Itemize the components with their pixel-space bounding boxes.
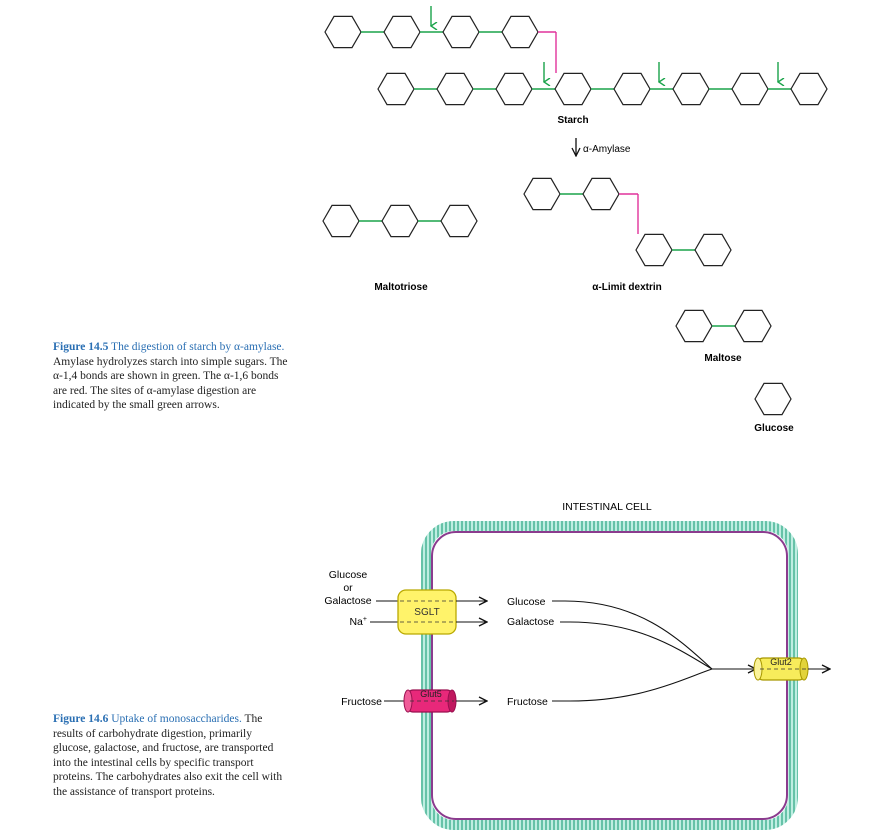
inside-glucose-label: Glucose	[507, 596, 546, 608]
converging-pathways	[552, 600, 756, 702]
starch-branch-ring	[442, 15, 480, 49]
figure-14-5-body: Amylase hydrolyzes starch into simple su…	[53, 355, 288, 412]
starch-branch-ring	[324, 15, 362, 49]
limit-dextrin-ring	[582, 177, 620, 211]
amylase-label: α-Amylase	[583, 144, 631, 155]
outside-galactose-label: Galactose	[324, 595, 371, 607]
figure-14-6-title: Uptake of monosaccharides.	[111, 713, 242, 725]
starch-main-ring	[672, 72, 710, 106]
sodium-symbol: Na	[349, 616, 363, 628]
glucose-label: Glucose	[754, 423, 794, 434]
glut2-label: Glut2	[770, 657, 792, 667]
figure-14-6-body: The results of carbohydrate digestion, p…	[53, 713, 283, 798]
cell-membrane	[421, 521, 798, 830]
maltotriose-ring	[381, 204, 419, 238]
figure-14-5-caption: Figure 14.5 The digestion of starch by α…	[53, 340, 289, 413]
starch-main-ring	[554, 72, 592, 106]
glut2-transporter: Glut2	[753, 657, 809, 681]
intestinal-cell-label: INTESTINAL CELL	[562, 501, 652, 513]
inside-fructose-label: Fructose	[507, 696, 548, 708]
glut5-transporter: Glut5	[403, 689, 457, 713]
limit-dextrin-label: α-Limit dextrin	[592, 282, 661, 293]
glut5-label: Glut5	[420, 689, 442, 699]
sglt-label: SGLT	[414, 607, 439, 618]
starch-main-ring	[731, 72, 769, 106]
figure-14-5-title: The digestion of starch by α-amylase.	[111, 341, 285, 353]
maltose-ring	[675, 309, 713, 343]
figure-14-6-caption: Figure 14.6 Uptake of monosaccharides. T…	[53, 712, 283, 799]
starch-branch-ring	[383, 15, 421, 49]
starch-diagram	[322, 6, 828, 416]
figure-14-5-number: Figure 14.5	[53, 341, 109, 353]
maltotriose-ring	[322, 204, 360, 238]
or-label: or	[343, 582, 353, 594]
starch-main-ring	[436, 72, 474, 106]
starch-label: Starch	[557, 115, 588, 126]
limit-dextrin-ring	[635, 233, 673, 267]
maltotriose-ring	[440, 204, 478, 238]
maltose-ring	[734, 309, 772, 343]
starch-main-ring	[613, 72, 651, 106]
limit-dextrin-ring	[523, 177, 561, 211]
maltose-label: Maltose	[704, 353, 742, 364]
sodium-label: Na+	[349, 616, 367, 628]
starch-main-ring	[377, 72, 415, 106]
maltotriose-label: Maltotriose	[374, 282, 428, 293]
outside-glucose-label: Glucose	[329, 569, 368, 581]
starch-main-ring	[790, 72, 828, 106]
sodium-charge: +	[363, 616, 367, 623]
glucose-ring	[754, 382, 792, 416]
figure-14-6-number: Figure 14.6	[53, 713, 109, 725]
starch-main-ring	[495, 72, 533, 106]
limit-dextrin-ring	[694, 233, 732, 267]
sglt-transporter: SGLT	[397, 589, 457, 635]
outside-fructose-label: Fructose	[341, 696, 382, 708]
starch-branch-ring	[501, 15, 539, 49]
inside-galactose-label: Galactose	[507, 616, 554, 628]
